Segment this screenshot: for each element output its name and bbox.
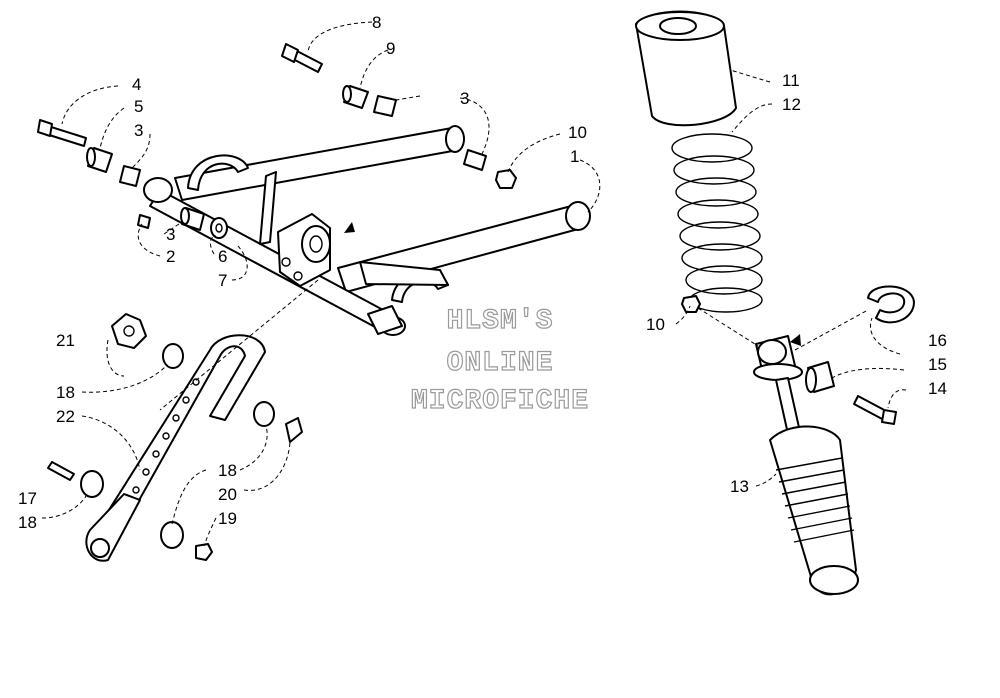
callout-17: 17 [18,489,37,508]
leader-lines [41,21,907,547]
callout-13: 13 [730,477,749,496]
callout-8: 8 [372,13,381,32]
callout-3: 3 [460,89,469,108]
callout-11: 11 [782,71,800,90]
callout-18: 18 [18,513,37,532]
callout-6: 6 [218,247,227,266]
callout-18: 18 [56,383,75,402]
callout-16: 16 [928,331,947,350]
callout-19: 19 [218,509,237,528]
a-arm-hardware [37,43,517,239]
callout-1: 1 [570,147,579,166]
callout-15: 15 [928,355,947,374]
callout-20: 20 [218,485,237,504]
callout-14: 14 [928,379,947,398]
callout-12: 12 [782,95,801,114]
callout-10: 10 [568,123,587,142]
callout-2: 2 [166,247,175,266]
a-arm-assembly [143,125,591,336]
watermark-line-3: MICROFICHE [410,385,590,417]
callout-3: 3 [134,121,143,140]
callout-9: 9 [386,39,395,58]
callout-22: 22 [56,407,75,426]
watermark-line-1: HLSM'S [446,305,554,337]
callout-18: 18 [218,461,237,480]
callout-7: 7 [218,271,227,290]
callout-3: 3 [166,225,175,244]
callout-10: 10 [646,315,665,334]
shock-assembly [635,10,915,596]
callout-5: 5 [134,97,143,116]
strap-assembly [47,313,303,562]
watermark-line-2: ONLINE [446,347,554,379]
callout-labels: 8 9 3 4 5 3 10 1 3 2 6 7 21 18 22 18 20 … [18,13,947,532]
callout-4: 4 [132,75,141,94]
callout-21: 21 [56,331,75,350]
